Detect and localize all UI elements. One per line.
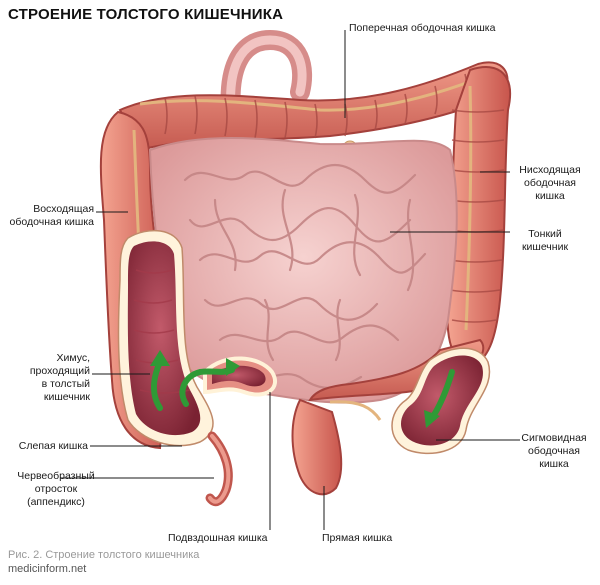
label-rectum: Прямая кишка: [322, 532, 393, 544]
label-line: (аппендикс): [27, 496, 85, 508]
label-small-intestine: Тонкий кишечник: [510, 228, 580, 254]
label-ileum: Подвздошная кишка: [168, 532, 268, 544]
label-line: ободочная: [524, 177, 576, 189]
label-transverse-colon: Поперечная ободочная кишка: [349, 22, 496, 34]
label-line: ободочная: [528, 445, 580, 457]
diagram-title: СТРОЕНИЕ ТОЛСТОГО КИШЕЧНИКА: [8, 6, 284, 23]
label-line: Нисходящая: [519, 164, 581, 176]
label-cecum: Слепая кишка: [18, 440, 88, 452]
label-appendix: Червеобразный отросток (аппендикс): [0, 470, 112, 509]
label-line: в толстый: [41, 378, 90, 390]
label-ascending-colon: Восходящая ободочная кишка: [0, 203, 94, 229]
label-line: Восходящая: [33, 203, 94, 215]
upper-loop: [220, 29, 313, 130]
caption-text: Рис. 2. Строение толстого кишечника: [8, 549, 200, 561]
rectum: [291, 398, 382, 496]
label-line: проходящий: [29, 365, 90, 377]
label-descending-colon: Нисходящая ободочная кишка: [510, 164, 590, 203]
label-line: кишка: [535, 190, 565, 202]
ileum: [203, 356, 277, 397]
label-line: Химус,: [56, 352, 90, 364]
label-chyme: Химус, проходящий в толстый кишечник: [0, 352, 90, 404]
label-line: Червеобразный: [17, 470, 95, 482]
figure-caption: Рис. 2. Строение толстого кишечника medi…: [8, 548, 199, 576]
label-line: ободочная кишка: [9, 216, 94, 228]
transverse-colon: [118, 61, 509, 160]
label-line: кишечник: [521, 241, 569, 253]
caption-site: medicinform.net: [8, 563, 87, 575]
label-line: отросток: [34, 483, 78, 495]
small-intestine: [148, 137, 458, 404]
label-line: кишка: [539, 458, 569, 470]
label-sigmoid-colon: Сигмовидная ободочная кишка: [512, 432, 596, 471]
label-line: кишечник: [43, 391, 90, 403]
label-line: Тонкий: [528, 228, 562, 240]
label-line: Сигмовидная: [521, 432, 587, 444]
leader-lines: [60, 30, 520, 530]
chyme-arrowheads: [150, 350, 440, 428]
appendix: [205, 431, 233, 507]
